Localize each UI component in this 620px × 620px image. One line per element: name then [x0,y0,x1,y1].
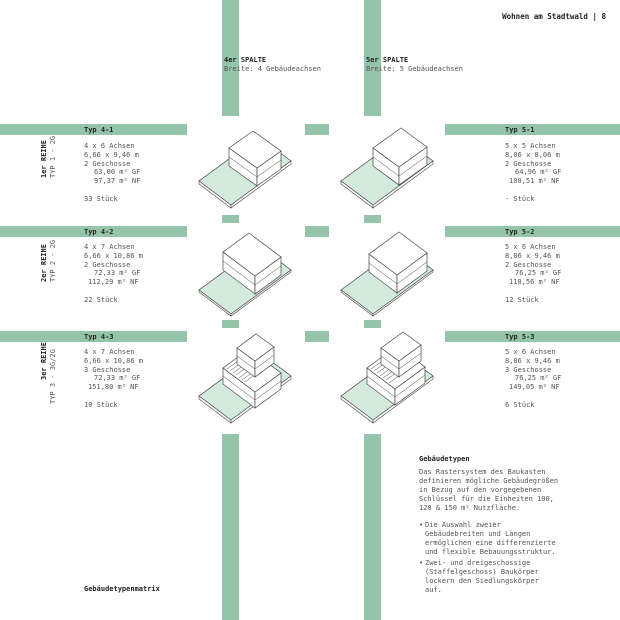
type-count: 10 Stück [84,401,118,409]
column-4-title: 4er SPALTE [224,56,267,64]
type-floors: 3 Geschosse [84,366,131,374]
bullet-line: Zwei- und dreigeschossige [425,559,531,567]
building-drawing-5-3 [340,331,434,424]
column-band-5-mid2 [364,320,381,328]
column-5-title: 5er SPALTE [366,56,409,64]
column-band-4-top [222,0,239,116]
building-drawing-5-1 [340,127,434,209]
type-dims: 6,66 x 9,46 m [84,151,139,159]
bullet-line: Gebäudebreiten und Längen [425,530,531,538]
type-count: - Stück [505,195,535,203]
type-dims: 8,06 x 9,46 m [505,357,560,365]
type-count: 12 Stück [505,296,539,304]
type-gf: 63,00 m² GF [94,168,141,176]
type-count: 33 Stück [84,195,118,203]
row-3-title: 3er REIHE [40,342,48,380]
type-floors: 2 Geschosse [505,261,552,269]
column-4-subtitle: Breite: 4 Gebäudeachsen [224,65,321,73]
row-band-1-right [445,124,620,135]
bullet-line: Die Auswahl zweier [425,521,501,529]
bullet-marker: • [419,521,424,529]
type-dims: 8,06 x 9,46 m [505,252,560,260]
type-gf: 76,25 m² GF [515,374,562,382]
row-3-sub: TYP 3 - 3G/2G [49,349,57,404]
row-2-title: 2er REIHE [40,244,48,282]
building-drawing-4-2 [198,232,292,317]
type-nf: 97,37 m² NF [94,177,141,185]
info-title: Gebäudetypen [419,455,470,463]
bullet-line: auf. [425,586,442,594]
type-axes: 4 x 7 Achsen [84,243,135,251]
building-drawing-5-2 [340,231,434,317]
type-name: Typ 5-1 [505,126,535,134]
column-band-5-bottom [364,434,381,620]
type-name: Typ 5-2 [505,228,535,236]
column-band-4-mid1 [222,215,239,223]
type-dims: 8,06 x 8,06 m [505,151,560,159]
type-axes: 5 x 6 Achsen [505,348,556,356]
type-axes: 4 x 7 Achsen [84,348,135,356]
type-count: 22 Stück [84,296,118,304]
bullet-line: (Staffelgeschoss) Baukörper [425,568,539,576]
type-axes: 4 x 6 Achsen [84,142,135,150]
row-band-3-right [445,331,620,342]
column-band-5-mid1 [364,215,381,223]
type-gf: 76,25 m² GF [515,269,562,277]
column-band-5-top [364,0,381,116]
column-5-subtitle: Breite: 5 Gebäudeachsen [366,65,463,73]
type-gf: 72,33 m² GF [94,269,141,277]
page-header: Wohnen am Stadtwald | 8 [502,12,606,21]
row-band-1-mid [305,124,329,135]
type-name: Typ 5-3 [505,333,535,341]
row-band-3-left [0,331,187,342]
building-drawing-4-3 [198,333,292,424]
type-gf: 72,33 m² GF [94,374,141,382]
type-dims: 6,66 x 10,86 m [84,252,144,260]
type-nf: 100,51 m² NF [509,177,560,185]
type-nf: 118,56 m² NF [509,278,560,286]
row-1-title: 1er REIHE [40,140,48,178]
type-name: Typ 4-3 [84,333,114,341]
type-nf: 112,29 m² NF [88,278,139,286]
info-line: 120 & 150 m² Nutzfläche. [419,504,521,512]
row-band-1-left [0,124,187,135]
type-count: 6 Stück [505,401,535,409]
info-line: Das Rastersystem des Baukasten [419,468,546,476]
type-floors: 2 Geschosse [505,160,552,168]
type-name: Typ 4-1 [84,126,114,134]
footer-label: Gebäudetypenmatrix [84,585,160,593]
building-drawing-4-1 [198,130,292,209]
type-axes: 5 x 5 Achsen [505,142,556,150]
type-nf: 149,05 m² NF [509,383,560,391]
info-line: definieren mögliche Gebäudegrößen [419,477,559,485]
type-dims: 6,66 x 10,86 m [84,357,144,365]
column-band-4-bottom [222,434,239,620]
row-1-sub: TYP 1 - 2G [49,135,57,178]
type-name: Typ 4-2 [84,228,114,236]
type-axes: 5 x 6 Achsen [505,243,556,251]
bullet-line: lockern den Siedlungskörper [425,577,539,585]
type-floors: 2 Geschosse [84,160,131,168]
bullet-line: ermöglichen eine differenzierte [425,539,556,547]
row-band-2-mid [305,226,329,237]
type-floors: 3 Geschosse [505,366,552,374]
info-line: Schlüssel für die Einheiten 100, [419,495,554,503]
type-nf: 151,80 m² NF [88,383,139,391]
bullet-line: und flexible Bebauungsstruktur. [425,548,556,556]
column-band-4-mid2 [222,320,239,328]
bullet-marker: • [419,559,424,567]
row-band-2-left [0,226,187,237]
row-band-2-right [445,226,620,237]
row-2-sub: TYP 2 - 2G [49,239,57,282]
row-band-3-mid [305,331,329,342]
type-floors: 2 Geschosse [84,261,131,269]
info-line: in Bezug auf den vorgegebenen [419,486,542,494]
type-gf: 64,96 m² GF [515,168,562,176]
